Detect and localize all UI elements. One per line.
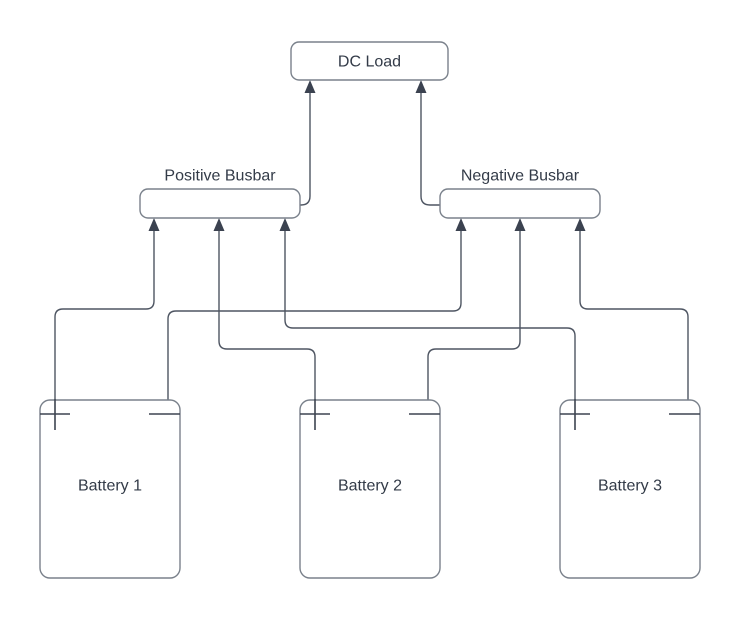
- node-battery3[interactable]: Battery 3: [559, 399, 701, 579]
- node-dc-load[interactable]: DC Load: [290, 41, 449, 81]
- connector-positive-busbar-to-dc-load[interactable]: [300, 80, 316, 206]
- battery3-label: Battery 3: [598, 478, 662, 495]
- plus-terminal-icon: [40, 399, 70, 430]
- connector-battery1-plus-to-positive-busbar[interactable]: [54, 218, 160, 400]
- connector-battery2-plus-to-positive-busbar[interactable]: [213, 218, 316, 400]
- connector-negative-busbar-to-dc-load[interactable]: [415, 80, 441, 206]
- negative-busbar-label: Negative Busbar: [461, 168, 580, 185]
- node-battery2[interactable]: Battery 2: [299, 399, 441, 579]
- plus-terminal-icon: [560, 399, 590, 430]
- node-negative-busbar[interactable]: Negative Busbar: [439, 168, 601, 219]
- connector-battery1-minus-to-negative-busbar[interactable]: [167, 218, 467, 400]
- positive-busbar-label: Positive Busbar: [164, 168, 276, 185]
- connector-battery3-minus-to-negative-busbar[interactable]: [574, 218, 689, 400]
- connector-battery2-minus-to-negative-busbar[interactable]: [427, 218, 526, 400]
- battery2-label: Battery 2: [338, 478, 402, 495]
- dc-load-label: DC Load: [338, 54, 401, 71]
- node-battery1[interactable]: Battery 1: [39, 399, 181, 579]
- connector-battery3-plus-to-positive-busbar[interactable]: [279, 218, 576, 400]
- plus-terminal-icon: [300, 399, 330, 430]
- node-positive-busbar[interactable]: Positive Busbar: [139, 168, 301, 219]
- battery1-label: Battery 1: [78, 478, 142, 495]
